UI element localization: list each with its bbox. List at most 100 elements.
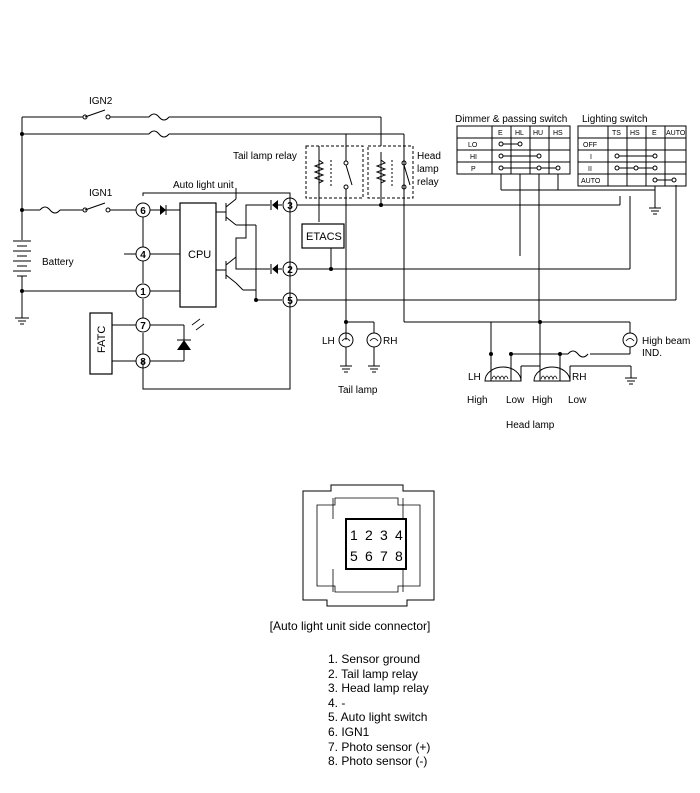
connector-caption: [Auto light unit side connector] [269, 619, 431, 633]
head-lamp-rh-icon [533, 366, 571, 382]
tail-lamp-label: Tail lamp [338, 385, 378, 396]
lighting-col-auto: AUTO [666, 130, 686, 137]
unit-pin-1: 1 [135, 283, 151, 299]
svg-text:lamp: lamp [417, 164, 439, 175]
dimmer-col-hl: HL [515, 130, 524, 137]
lh-low-label: Low [506, 395, 525, 406]
head-lamp-rh-label: RH [572, 372, 586, 383]
rh-high-label: High [532, 395, 553, 406]
tail-lamp-rh-icon [366, 332, 382, 348]
auto-light-unit-label: Auto light unit [173, 180, 234, 191]
pin-list-item: 6. IGN1 [328, 724, 370, 739]
unit-pin-6: 6 [135, 202, 151, 218]
connector-pin-5: 5 [350, 548, 358, 564]
diode-icon [272, 264, 278, 274]
head-lamp-relay-label: Head [417, 151, 441, 162]
svg-text:IND.: IND. [642, 348, 662, 359]
dimmer-row-hi: HI [470, 154, 477, 161]
tail-lamp-lh-label: LH [322, 336, 335, 347]
svg-text:4: 4 [140, 250, 146, 261]
etacs-label: ETACS [306, 231, 342, 243]
connector-pin-7: 7 [380, 548, 388, 564]
svg-text:2: 2 [287, 265, 293, 276]
lighting-col-e: E [652, 130, 657, 137]
lighting-switch-title: Lighting switch [582, 114, 648, 125]
ign2-label: IGN2 [89, 96, 113, 107]
svg-text:8: 8 [140, 357, 146, 368]
head-lamp-lh-icon [484, 366, 522, 382]
lh-high-label: High [467, 395, 488, 406]
ign2-switch-icon [84, 109, 106, 118]
dimmer-col-hs: HS [553, 130, 563, 137]
unit-pin-8: 8 [135, 353, 151, 369]
fatc-block: FATC [89, 312, 136, 375]
fatc-label: FATC [96, 326, 108, 353]
fuse-icon [39, 206, 61, 214]
ign1-label: IGN1 [89, 188, 113, 199]
connector-pin-3: 3 [380, 527, 388, 543]
diode-icon [160, 205, 166, 215]
svg-text:7: 7 [140, 321, 146, 332]
head-lamp-group: High beam IND. LH RH High Low High Low H… [467, 320, 690, 431]
connector-pin-2: 2 [365, 527, 373, 543]
auto-light-unit: Auto light unit CPU [142, 180, 291, 390]
pin-list: 1. Sensor ground 2. Tail lamp relay 3. H… [328, 652, 430, 769]
battery-label: Battery [42, 257, 74, 268]
dimmer-col-hu: HU [533, 130, 543, 137]
svg-text:5: 5 [287, 296, 293, 307]
fuse-icon [148, 113, 170, 121]
svg-text:1: 1 [140, 287, 146, 298]
pin-list-item: 4. - [328, 695, 346, 710]
lighting-switch: Lighting switch TS HS E AUTO OFF I II AU… [501, 114, 687, 215]
dimmer-col-e: E [498, 130, 503, 137]
high-beam-ind-label: High beam [642, 336, 690, 347]
cpu-label: CPU [188, 249, 211, 261]
fuse-icon [148, 130, 170, 138]
pin-list-item: 5. Auto light switch [328, 710, 428, 725]
unit-pin-3: 3 [282, 197, 298, 213]
tail-lamp-relay-label: Tail lamp relay [233, 151, 297, 162]
lighting-row-i: I [590, 154, 592, 161]
photo-sensor-icon [177, 340, 191, 350]
relay-coil-icon [313, 159, 325, 184]
unit-pin-2: 2 [282, 261, 298, 277]
lighting-col-ts: TS [612, 130, 621, 137]
pin-list-item: 8. Photo sensor (-) [328, 754, 428, 769]
head-lamp-relay: Head lamp relay [367, 145, 441, 207]
relay-coil-icon [375, 159, 387, 184]
lighting-row-ii: II [588, 166, 592, 173]
ign1-switch-icon [84, 202, 106, 211]
transistor-icon [216, 246, 244, 291]
connector-drawing: 1 2 3 4 5 6 7 8 [302, 484, 435, 607]
lighting-row-auto: AUTO [581, 178, 601, 185]
cpu-block [179, 202, 217, 308]
ign2-supply: IGN2 [21, 96, 382, 240]
diode-icon [272, 200, 278, 210]
connector-pin-8: 8 [395, 548, 403, 564]
unit-pin-4: 4 [135, 246, 151, 262]
pin-list-item: 7. Photo sensor (+) [328, 739, 431, 754]
pin-list-item: 3. Head lamp relay [328, 681, 429, 696]
connector-pin-6: 6 [365, 548, 373, 564]
svg-text:3: 3 [287, 201, 293, 212]
rh-low-label: Low [568, 395, 587, 406]
high-beam-indicator-icon [622, 332, 638, 348]
svg-text:relay: relay [417, 177, 439, 188]
tail-lamp-rh-label: RH [383, 336, 397, 347]
lighting-col-hs: HS [630, 130, 640, 137]
unit-pin-5: 5 [282, 292, 298, 308]
ign1-supply: IGN1 [20, 188, 136, 214]
connector-pin-4: 4 [395, 527, 403, 543]
battery-icon [13, 240, 31, 325]
etacs-block: ETACS [301, 223, 345, 271]
dimmer-passing-switch: Dimmer & passing switch E HL HU HS LO HI… [455, 114, 571, 322]
head-lamp-label: Head lamp [506, 420, 555, 431]
tail-lamp-relay: Tail lamp relay [233, 134, 364, 340]
dimmer-switch-title: Dimmer & passing switch [455, 114, 567, 125]
dimmer-row-p: P [471, 166, 476, 173]
pin-list-item: 1. Sensor ground [328, 652, 421, 666]
dimmer-row-lo: LO [468, 142, 478, 149]
lighting-row-off: OFF [583, 142, 597, 149]
unit-pin-7: 7 [135, 317, 151, 333]
